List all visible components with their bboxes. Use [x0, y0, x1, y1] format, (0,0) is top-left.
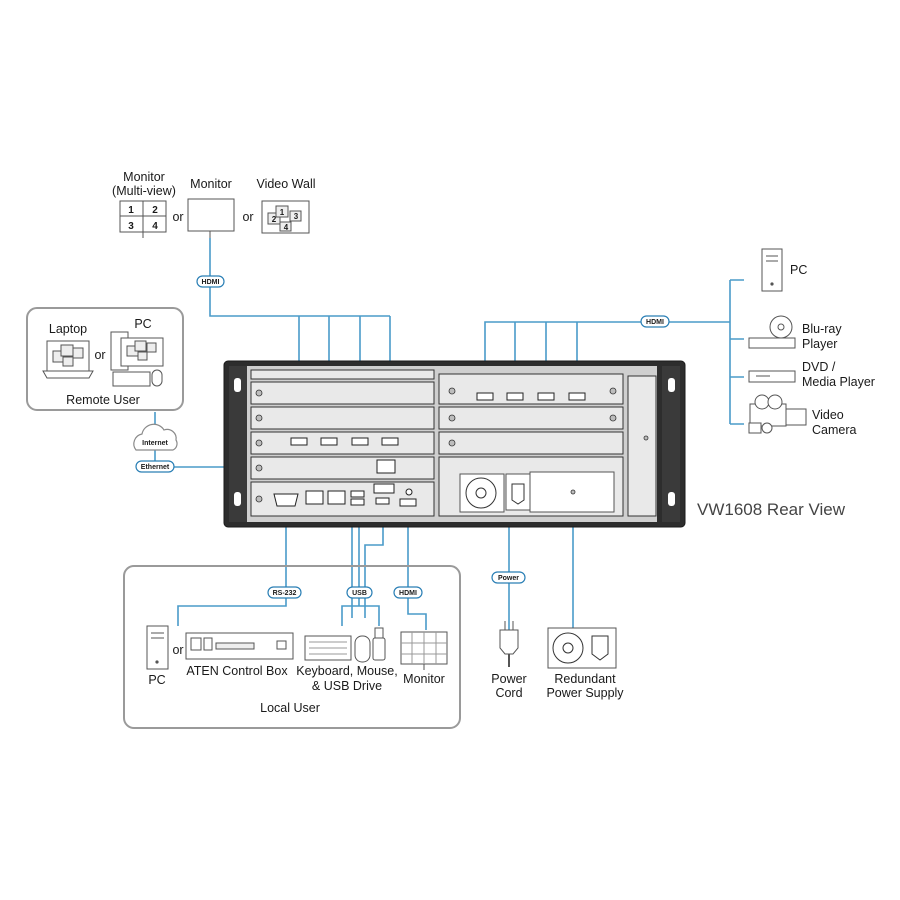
keyboard-mouse-usb-icon: [304, 627, 386, 663]
svg-text:Ethernet: Ethernet: [141, 464, 170, 471]
redundant-psu-label-2: Power Supply: [546, 686, 624, 700]
rs232-port: [273, 493, 299, 507]
rs232-cable: [177, 505, 287, 626]
reset-button: [405, 488, 413, 496]
local-pc-label: PC: [148, 673, 165, 687]
dvd-label-1: DVD /: [802, 360, 836, 374]
dvd-label-2: Media Player: [802, 375, 875, 389]
tag-ethernet: Ethernet: [135, 460, 175, 473]
or-label-1: or: [172, 210, 183, 224]
source-pc-icon: [761, 248, 783, 292]
remote-user-label: Remote User: [66, 393, 140, 407]
camera-label-1: Video: [812, 408, 844, 422]
svg-text:HDMI: HDMI: [646, 319, 664, 326]
redundant-psu-icon: [547, 627, 617, 669]
tag-power: Power: [491, 571, 526, 584]
laptop-icon: [42, 340, 94, 379]
usb-cable: [341, 500, 384, 626]
svg-text:HDMI: HDMI: [399, 590, 417, 597]
power-cord-label-2: Cord: [495, 686, 522, 700]
hdmi-output-ports: [290, 437, 399, 446]
svg-text:1: 1: [128, 205, 134, 216]
tag-rs232: RS-232: [267, 586, 302, 599]
local-user-label: Local User: [260, 701, 320, 715]
tag-usb: USB: [346, 586, 373, 599]
svg-text:2: 2: [152, 205, 158, 216]
remote-pc-label: PC: [134, 317, 151, 331]
monitor-label: Monitor: [190, 177, 232, 191]
input-board: [438, 373, 624, 405]
svg-text:3: 3: [294, 212, 299, 221]
usb-port-2: [350, 498, 365, 506]
power-cord-label-1: Power: [491, 672, 526, 686]
bluray-label-2: Player: [802, 337, 837, 351]
remote-pc-icon: [110, 331, 164, 387]
bluray-player-icon: [748, 315, 796, 349]
svg-text:3: 3: [128, 221, 134, 232]
input-sources: PC Blu-ray Player DVD / Media Player Vid…: [748, 248, 875, 437]
vw1608-chassis: [223, 360, 686, 528]
tag-hdmi-local: HDMI: [393, 586, 423, 599]
or-label-2: or: [242, 210, 253, 224]
svg-text:RS-232: RS-232: [273, 590, 297, 597]
tag-hdmi-in: HDMI: [640, 315, 670, 328]
local-monitor-label: Monitor: [403, 672, 445, 686]
hdmi-local-port: [399, 498, 417, 507]
network-board: [250, 456, 435, 480]
aten-control-box-label: ATEN Control Box: [186, 664, 288, 678]
monitor-icon: [187, 198, 235, 238]
hdmi-input-ports: [476, 392, 586, 401]
multiview-monitor-icon: 1 2 3 4: [119, 200, 167, 238]
video-wall-label: Video Wall: [256, 177, 315, 191]
local-user-group: PC or ATEN Control Box Keyboard, Mouse, …: [123, 565, 461, 729]
camera-label-2: Camera: [812, 423, 857, 437]
svg-text:HDMI: HDMI: [202, 279, 220, 286]
keyboard-label-1: Keyboard, Mouse,: [296, 664, 397, 678]
svg-text:4: 4: [152, 221, 158, 232]
svg-text:2: 2: [272, 215, 277, 224]
video-camera-icon: [748, 394, 807, 434]
aten-control-box-icon: [185, 632, 294, 660]
svg-text:1: 1: [280, 208, 285, 217]
lan-port-1: [305, 490, 324, 505]
ethernet-port: [376, 459, 396, 474]
redundant-psu-label-1: Redundant: [554, 672, 616, 686]
output-displays: Monitor (Multi-view) 1 2 3 4 or Monitor …: [112, 170, 316, 238]
source-pc-label: PC: [790, 263, 807, 277]
svg-text:USB: USB: [352, 590, 367, 597]
remote-user-group: Laptop or PC Remote User: [26, 307, 184, 411]
hdmi-in-cable: [484, 279, 744, 425]
power-cord-icon: [499, 621, 519, 667]
usb-port-1: [350, 490, 365, 498]
tag-hdmi-out: HDMI: [196, 275, 225, 288]
keyboard-label-2: & USB Drive: [312, 679, 382, 693]
bluray-label-1: Blu-ray: [802, 322, 842, 336]
device-title: VW1608 Rear View: [697, 500, 846, 519]
cable-tags: HDMI HDMI Ethernet RS-232 USB HDMI Power: [135, 275, 670, 599]
local-pc-icon: [146, 625, 169, 670]
hdmi-local-cable: [407, 505, 427, 630]
output-board: [250, 431, 435, 455]
internet-label: Internet: [142, 440, 168, 447]
local-monitor-icon: [400, 631, 448, 670]
status-display: [373, 483, 395, 494]
video-wall-icon: 2 1 3 4: [261, 200, 310, 234]
monitor-multiview-label-2: (Multi-view): [112, 184, 176, 198]
power-supply-module: [459, 471, 615, 513]
internet-cloud-icon: Internet: [133, 423, 178, 451]
dvd-player-icon: [748, 370, 796, 383]
usb-port-3: [375, 497, 390, 505]
monitor-multiview-label-1: Monitor: [123, 170, 165, 184]
laptop-label: Laptop: [49, 322, 87, 336]
svg-text:Power: Power: [498, 575, 519, 582]
remote-or-label: or: [94, 348, 105, 362]
lan-port-2: [327, 490, 346, 505]
local-or-label: or: [172, 643, 183, 657]
svg-text:4: 4: [284, 223, 289, 232]
